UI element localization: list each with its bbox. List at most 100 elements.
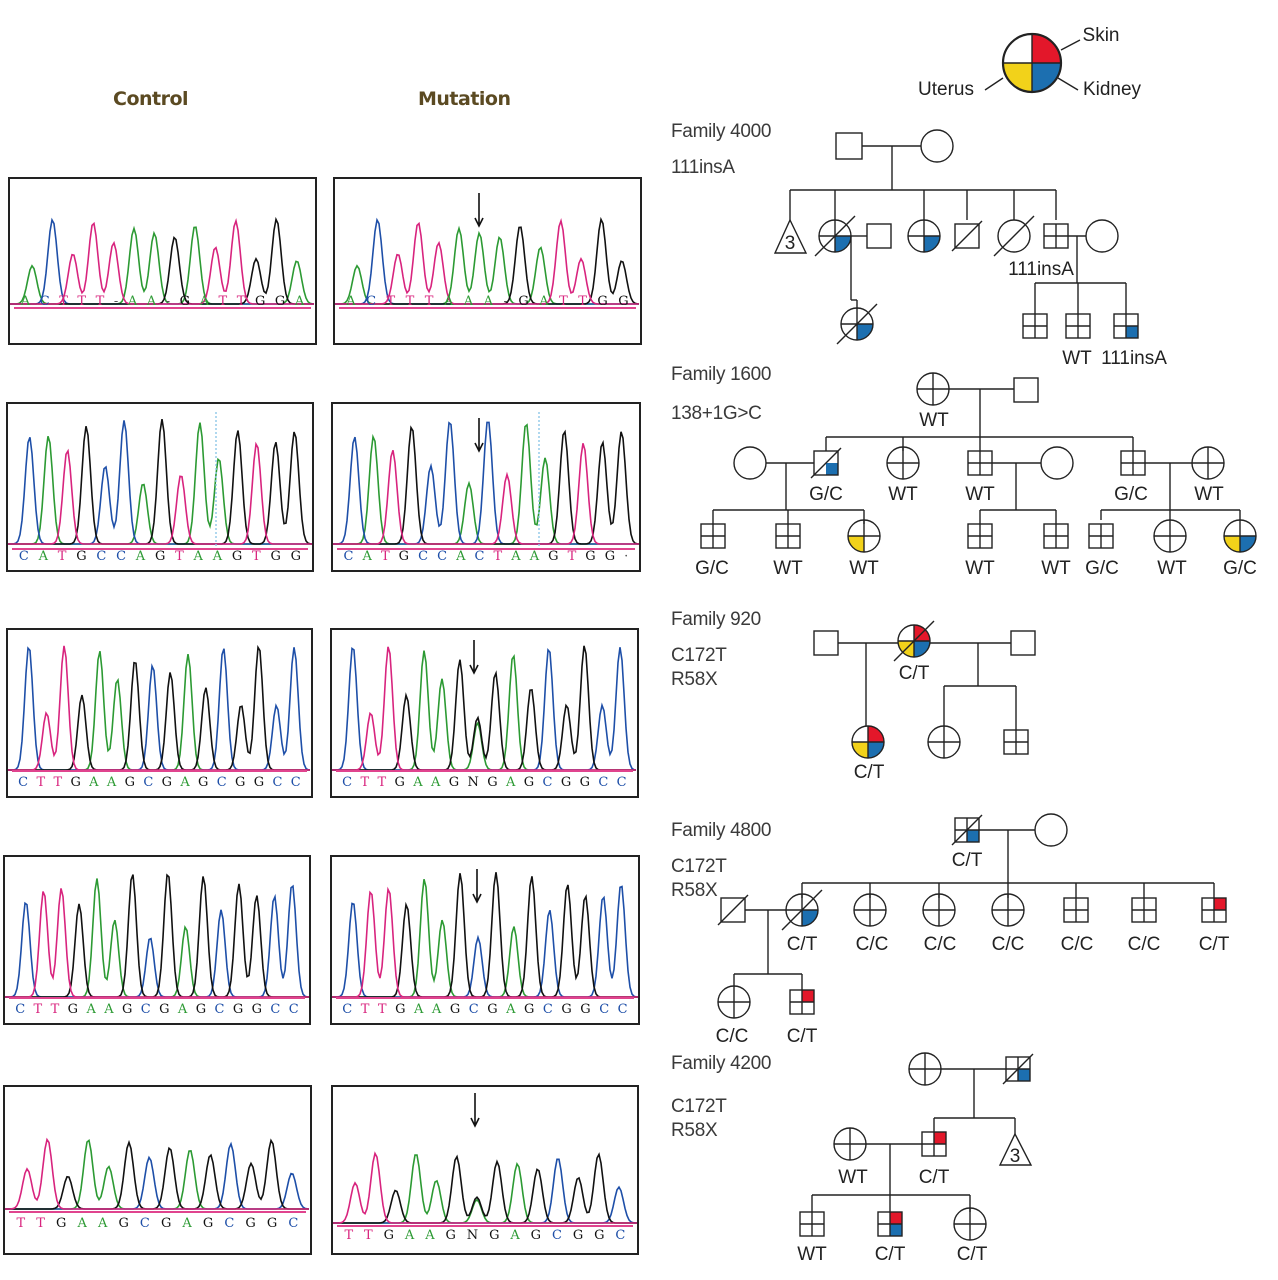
base-letter: C: [468, 1002, 479, 1017]
base-letter: A: [177, 1002, 188, 1017]
base-letter: G: [290, 549, 301, 564]
trace-t-line: [5, 1137, 309, 1210]
affected-quadrant: [914, 641, 930, 657]
legend-kidney-label: Kidney: [1083, 79, 1142, 100]
base-letter: T: [57, 549, 67, 564]
base-letter: T: [493, 549, 503, 564]
affected-quadrant: [857, 324, 873, 340]
genotype-label: C/C: [1128, 934, 1161, 955]
base-letter: A: [20, 294, 31, 309]
pedigree-line: [1060, 39, 1081, 51]
family-4200-title: Family 4200: [671, 1053, 772, 1074]
base-letter: G: [394, 775, 405, 790]
base-letter: C: [216, 775, 227, 790]
female-symbol: [1085, 219, 1119, 253]
genotype-label: WT: [1157, 558, 1187, 579]
base-letter: C: [15, 1002, 26, 1017]
affected-quadrant: [1240, 536, 1256, 552]
base-letter: G: [487, 1002, 498, 1017]
base-letter: A: [483, 294, 494, 309]
genotype-label: C/C: [1061, 934, 1094, 955]
base-letter: G: [449, 1002, 461, 1017]
base-letter: T: [386, 294, 396, 309]
genotype-label: G/C: [1114, 484, 1148, 505]
base-letter: G: [235, 775, 246, 790]
base-letter: G: [202, 1216, 214, 1231]
base-letter: T: [567, 549, 577, 564]
base-letter: C: [542, 1002, 553, 1017]
base-letter: C: [270, 1002, 281, 1017]
legend-circle: [1001, 32, 1063, 94]
base-letter: A: [146, 294, 157, 309]
base-letter: G: [232, 1002, 244, 1017]
base-letter: T: [16, 1216, 26, 1231]
trace-g-line: [8, 418, 312, 545]
affected-quadrant: [868, 726, 884, 742]
affected-quadrant: [1003, 63, 1032, 92]
trace-g-line: [5, 1138, 309, 1210]
base-letter: C: [542, 775, 553, 790]
female-symbol: [1034, 813, 1068, 847]
pedigree-line: [1002, 1053, 1034, 1085]
base-letter: G: [266, 1216, 278, 1231]
base-letter: C: [342, 775, 353, 790]
base-letter: T: [77, 294, 87, 309]
base-letter: ·: [624, 549, 629, 564]
base-letter: G: [445, 1228, 456, 1243]
base-letter: T: [364, 1228, 373, 1243]
affected-quadrant: [934, 1132, 946, 1144]
base-letter: T: [360, 775, 370, 790]
base-letter: C: [615, 1228, 626, 1243]
base-letter: A: [38, 549, 48, 564]
base-letter: G: [253, 775, 265, 790]
base-letter: C: [214, 1002, 225, 1017]
mutation-arrow-icon: [470, 1093, 480, 1128]
male-symbol: [835, 132, 863, 160]
base-letter: G: [579, 775, 590, 790]
mutation-arrow-icon: [474, 193, 484, 228]
affected-quadrant: [852, 742, 868, 758]
base-letter: A: [106, 775, 117, 790]
genotype-label: G/C: [1085, 558, 1119, 579]
mutation-arrow-icon: [469, 640, 479, 675]
base-letter: T: [360, 1002, 370, 1017]
base-letter: A: [180, 775, 190, 790]
family-4200-variant: C172T: [671, 1096, 727, 1117]
base-letter: A: [431, 1002, 442, 1017]
base-letter: G: [124, 775, 135, 790]
trace-t-line: [335, 217, 639, 305]
base-letter: C: [418, 549, 429, 564]
base-letter: C: [598, 775, 609, 790]
affected-quadrant: [924, 236, 940, 252]
base-letter: C: [39, 294, 50, 309]
genotype-label: C/T: [919, 1167, 950, 1188]
genotype-label: WT: [919, 410, 949, 431]
base-letter: T: [59, 294, 68, 309]
base-letter: A: [463, 294, 474, 309]
mutation-arrow-icon: [474, 418, 484, 453]
base-letter: T: [424, 294, 434, 309]
base-letter: G: [572, 1228, 584, 1243]
base-letter: C: [18, 549, 29, 564]
genotype-label: WT: [1194, 484, 1224, 505]
genotype-label: C/T: [1199, 934, 1230, 955]
base-letter: T: [236, 294, 246, 309]
base-letter: G: [523, 775, 535, 790]
pedigree-line: [993, 215, 1035, 257]
base-letter: G: [604, 549, 616, 564]
genotype-label: G/C: [809, 484, 843, 505]
family-920-variant2: R58X: [671, 669, 718, 690]
base-letter: G: [70, 775, 81, 790]
genotype-label: C/T: [875, 1244, 906, 1265]
base-letter: G: [560, 775, 572, 790]
base-letter: C: [290, 775, 301, 790]
base-letter: A: [431, 775, 441, 790]
base-letter: T: [33, 1002, 43, 1017]
pedigree-line: [836, 303, 878, 345]
sibship-triangle: [773, 218, 808, 254]
base-letter: C: [437, 549, 448, 564]
